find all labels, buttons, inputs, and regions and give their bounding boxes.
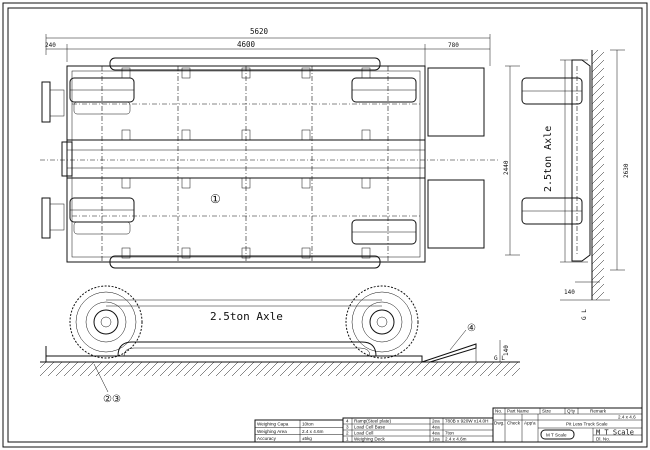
ramp-plan-top (427, 67, 485, 137)
tb-remark-value: 2.4 x 4.6 (618, 415, 636, 420)
axle-label-side: 2.5ton Axle (210, 310, 283, 323)
ramp-elev (421, 343, 477, 363)
spec-value: 2.4 x 4.6m (302, 429, 324, 434)
dim-deck-len: 4600 (237, 40, 256, 49)
spec-value: 10ton (302, 422, 314, 427)
dim-overall: 5620 (250, 27, 269, 36)
plan-view: 5620 240 4600 780 (40, 27, 500, 269)
title-block: No. Part Name Size Q'ty Remark 2.4 x 4.6… (492, 407, 643, 443)
tb-header-remark: Remark (590, 409, 607, 414)
company-logo (540, 429, 575, 440)
tb-check: Check (507, 421, 521, 426)
part-no: 4 (346, 419, 349, 424)
sheet-inner-border (7, 7, 643, 443)
tb-header-part: Part Name (507, 409, 529, 414)
callout-4: ④ (467, 323, 476, 334)
part-spec: 2.4 x 4.6m (445, 437, 467, 442)
dim-ramp-len: 780 (448, 42, 459, 49)
tb-appr: App'a (524, 421, 536, 426)
tb-title: Pit Less Truck Scale (566, 422, 608, 427)
spec-key: Weighing Capa (257, 422, 289, 427)
spec-key: Weighing Area (257, 429, 287, 434)
tb-company: M T Scale (596, 428, 634, 436)
part-no: 1 (346, 437, 349, 442)
dim-width-outer: 2630 (623, 163, 630, 178)
part-spec: 7ton (445, 431, 454, 436)
company-logo-text: M T Scale (546, 433, 567, 438)
wheel-group-left (69, 77, 135, 235)
wheel-left-elev (69, 285, 143, 359)
end-view: 2440 2630 2.5ton Axle 140 G L (503, 49, 630, 320)
tb-dl-no: Dl. No. (596, 437, 610, 442)
spec-value: ±5kg (302, 436, 312, 441)
dim-left-gap: 240 (45, 42, 56, 49)
callout-1: ① (210, 192, 221, 206)
part-name: Load Cell Base (354, 425, 386, 430)
pit-wall-hatch (592, 50, 604, 300)
side-elevation: 2.5ton Axle 140 G L ④ ②③ (40, 285, 520, 405)
tb-header-qty: Q'ty (567, 409, 576, 414)
part-name: Load Cell (354, 431, 373, 436)
part-qty: 4ea (432, 431, 440, 436)
dim-width-inner: 2440 (503, 160, 510, 175)
dim-ramp-h: 140 (503, 345, 510, 356)
wheel-right-elev (345, 285, 419, 359)
gl-end-label: G L (581, 309, 588, 320)
part-name: Weighing Deck (354, 437, 386, 442)
part-name: Ramp(Steel plate) (354, 419, 391, 424)
spec-table: Weighing Capa 10ton Weighing Area 2.4 x … (254, 419, 344, 443)
part-no: 2 (346, 431, 349, 436)
tb-header-no: No. (495, 409, 502, 414)
ground-hatch (40, 362, 520, 376)
gl-side-label: G L (494, 355, 505, 362)
part-qty: 1ea (432, 437, 440, 442)
part-qty: 2ea (432, 419, 440, 424)
axle-label-end: 2.5ton Axle (543, 126, 554, 192)
tb-header-size: Size (542, 409, 551, 414)
dim-pit: 140 (564, 289, 575, 296)
callout-2-3: ②③ (103, 394, 121, 405)
tb-dwg: Dwg. (494, 421, 504, 426)
parts-list: 4 Ramp(Steel plate) 2ea 780B x 920W x14.… (342, 417, 494, 443)
part-no: 3 (346, 425, 349, 430)
part-spec: 780B x 920W x14.0H (445, 419, 488, 424)
ramp-plan-bottom (427, 179, 485, 249)
weighing-deck-elev (45, 355, 423, 363)
spec-key: Accuracy (257, 436, 277, 441)
wheel-group-right (351, 77, 417, 245)
part-qty: 4ea (432, 425, 440, 430)
